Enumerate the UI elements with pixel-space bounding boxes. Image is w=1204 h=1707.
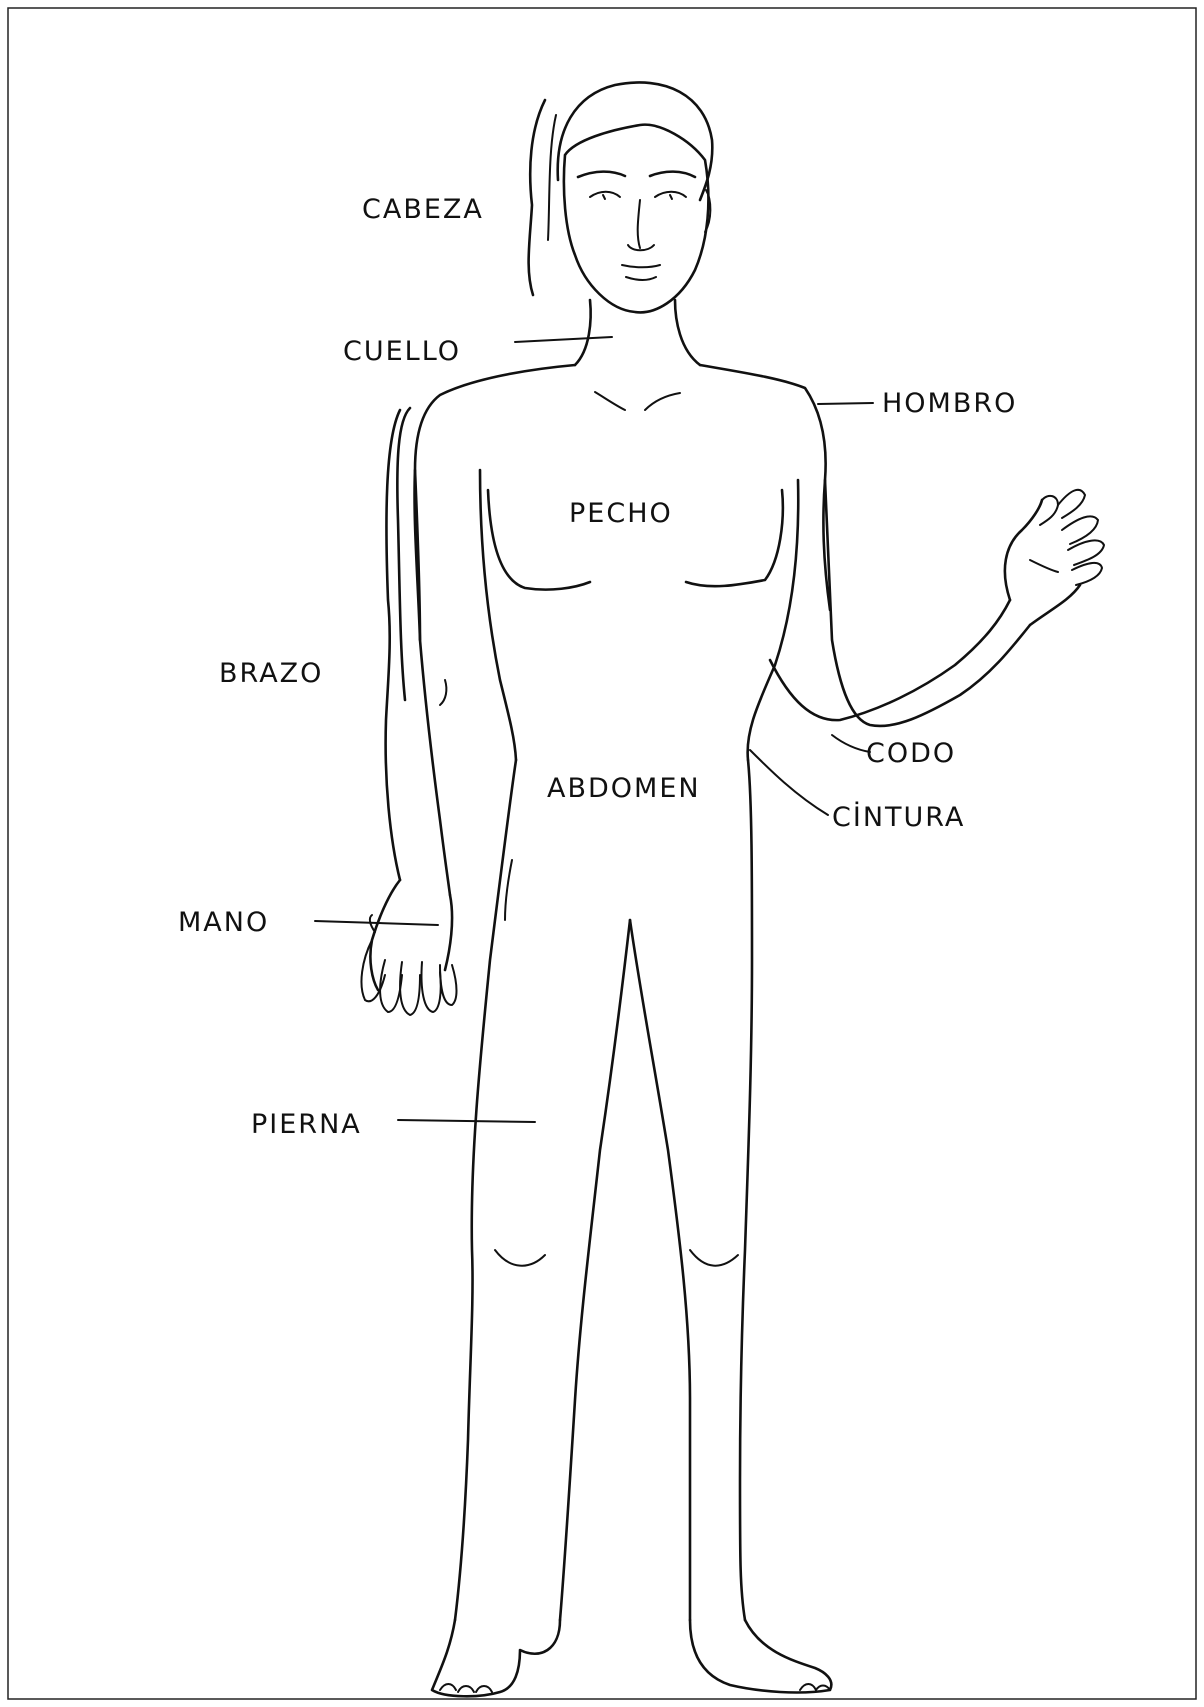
label-pecho: PECHO (569, 498, 673, 529)
right-arm-upper (825, 480, 1030, 726)
torso-left (480, 470, 516, 760)
left-knee (495, 1250, 545, 1266)
left-leg-inner (560, 920, 630, 1620)
left-arm-edge (397, 408, 410, 700)
chest-right (686, 490, 783, 586)
label-hombro: HOMBRO (882, 388, 1017, 419)
mouth (622, 265, 660, 280)
shoulder-line-left (415, 365, 575, 640)
eyebrow-right (650, 172, 695, 177)
eyebrow-left (578, 172, 625, 177)
collarbone-left (595, 392, 625, 410)
cuello-leader (515, 337, 612, 342)
hombro-leader (818, 403, 873, 404)
hip-left-mark (505, 860, 512, 920)
right-knee (690, 1250, 738, 1266)
collarbone-right (645, 393, 680, 410)
head-outline (564, 125, 709, 313)
eye-left (590, 192, 620, 199)
left-toes (440, 1684, 492, 1692)
shoulder-line-right (700, 365, 830, 610)
right-hand-palm (1005, 500, 1080, 625)
pierna-leader (398, 1120, 535, 1122)
neck-right (675, 300, 700, 365)
right-toes (800, 1684, 830, 1690)
human-figure (361, 82, 1104, 1696)
label-brazo: BRAZO (219, 658, 323, 689)
label-cuello: CUELLO (343, 336, 461, 367)
hair-strand-back (548, 115, 556, 240)
hair-strands-left (529, 100, 545, 295)
cintura-leader (750, 750, 828, 815)
right-leg-inner (630, 920, 690, 1620)
right-arm-lower (770, 600, 1010, 720)
torso-right (748, 480, 799, 760)
label-abdomen: ABDOMEN (547, 773, 701, 804)
codo-leader (832, 735, 870, 752)
label-cabeza: CABEZA (362, 194, 484, 225)
left-elbow-mark (440, 680, 446, 705)
label-codo: CODO (866, 738, 956, 769)
right-leg-outer (740, 760, 752, 1620)
label-cintura: CİNTURA (832, 801, 965, 833)
page-border (8, 8, 1196, 1699)
labels: CABEZA CUELLO HOMBRO PECHO BRAZO CODO AB… (178, 194, 1017, 1140)
label-mano: MANO (178, 907, 269, 938)
neck-left (575, 300, 591, 365)
right-foot (690, 1620, 831, 1692)
label-pierna: PIERNA (251, 1109, 362, 1140)
eye-right (655, 192, 686, 199)
nose (628, 200, 654, 250)
